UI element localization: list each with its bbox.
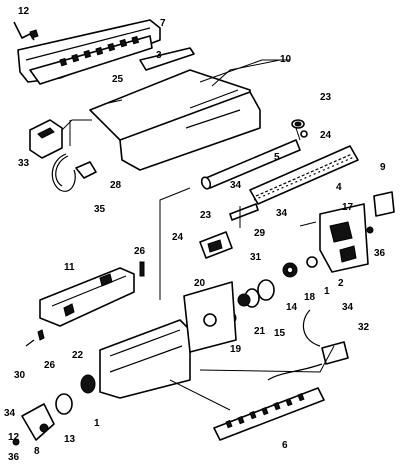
part-33-block: [29, 119, 92, 159]
part-28-clip: [75, 161, 97, 179]
part-4-fuser-roller: [249, 145, 359, 205]
callout-10: 10: [280, 54, 292, 65]
callout-36-lower: 36: [8, 452, 20, 463]
callout-30: 30: [14, 370, 26, 381]
part-24-washer: [300, 130, 308, 138]
part-36-screw-left: [12, 438, 20, 446]
part-2-ring: [306, 256, 318, 268]
part-11-guide: [39, 267, 135, 327]
callout-15: 15: [274, 328, 286, 339]
callout-20: 20: [194, 278, 206, 289]
callout-26-upper: 26: [134, 246, 146, 257]
callout-34-c: 34: [342, 302, 354, 313]
part-21-gear: [237, 293, 251, 307]
callout-6: 6: [282, 440, 288, 451]
callout-24-upper: 24: [320, 130, 332, 141]
part-30-screw: [25, 339, 35, 347]
part-36-screw-right: [366, 226, 374, 234]
callout-35: 35: [94, 204, 106, 215]
part-17-side-plate: [319, 203, 369, 273]
callout-29: 29: [254, 228, 266, 239]
part-32-sensor: [267, 309, 349, 381]
part-23-roller-end: [291, 119, 305, 129]
callout-22: 22: [72, 350, 84, 361]
part-6-toothed-bar: [213, 387, 325, 441]
callout-25: 25: [112, 74, 124, 85]
callout-14: 14: [286, 302, 298, 313]
part-13-ring: [55, 393, 73, 415]
callout-31: 31: [250, 252, 262, 263]
callout-3: 3: [156, 50, 162, 61]
part-9-bracket: [373, 191, 395, 217]
main-side-frame: [99, 319, 191, 399]
callout-4: 4: [336, 182, 342, 193]
callout-36-right: 36: [374, 248, 386, 259]
gear-plate: [183, 281, 237, 353]
callout-1-lower: 1: [94, 418, 100, 429]
callout-34-d: 34: [4, 408, 16, 419]
callout-12-lower: 12: [8, 432, 20, 443]
callout-33: 33: [18, 158, 30, 169]
callout-19: 19: [230, 344, 242, 355]
part-7-teeth: [59, 35, 140, 67]
callout-12-top: 12: [18, 6, 30, 17]
callout-34-b: 34: [276, 208, 288, 219]
part-8-bracket: [21, 403, 55, 441]
part-26-screw-lower: [37, 329, 45, 341]
callout-23-lower: 23: [200, 210, 212, 221]
part-31-gear-assembly: [199, 231, 233, 259]
part-29-shaft: [229, 203, 259, 221]
part-5-roller: [200, 139, 301, 190]
part-12-lever: [13, 21, 39, 41]
assembly-lines: [69, 59, 335, 411]
part-7-upper-housing: [17, 19, 161, 85]
callout-26-lower: 26: [44, 360, 56, 371]
callout-32: 32: [358, 322, 370, 333]
callout-21: 21: [254, 326, 266, 337]
callout-5: 5: [274, 152, 280, 163]
callout-labels: 12 7 3 10 25 23 24 33 5 28 35 9 4 34 23 …: [4, 6, 386, 463]
callout-2: 2: [338, 278, 344, 289]
callout-17: 17: [342, 202, 354, 213]
callout-9: 9: [380, 162, 386, 173]
part-18-gear: [282, 262, 298, 278]
part-14-ring: [257, 279, 275, 301]
callout-34-a: 34: [230, 180, 242, 191]
callout-11: 11: [64, 262, 75, 273]
callout-18: 18: [304, 292, 316, 303]
callout-23-upper: 23: [320, 92, 332, 103]
callout-7: 7: [160, 18, 166, 29]
callout-24-lower: 24: [172, 232, 184, 243]
callout-13: 13: [64, 434, 76, 445]
part-35-cable: [51, 153, 76, 192]
callout-1-right: 1: [324, 286, 330, 297]
part-22-gear: [80, 374, 96, 394]
part-10-frame: [89, 47, 290, 171]
part-6-teeth: [225, 392, 305, 429]
callout-28: 28: [110, 180, 122, 191]
part-26-screw: [139, 261, 145, 277]
callout-8: 8: [34, 446, 40, 457]
